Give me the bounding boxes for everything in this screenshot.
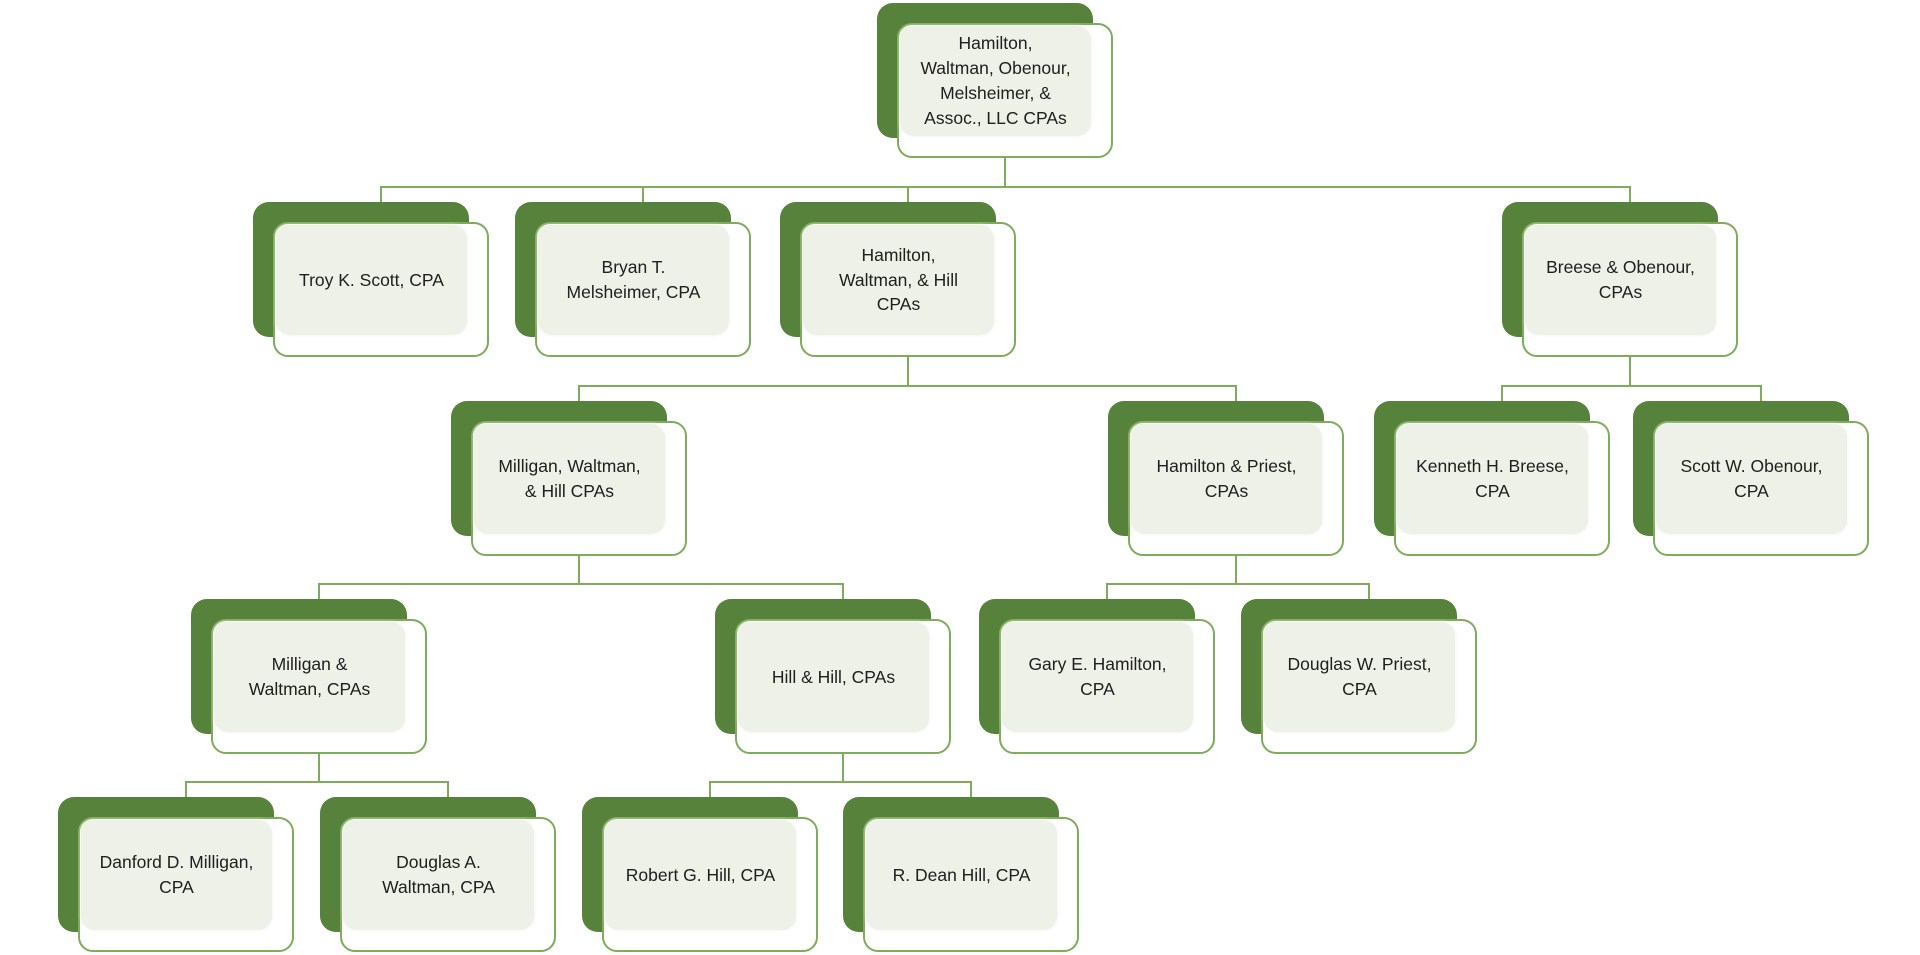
node-face: Hamilton, Waltman, & Hill CPAs (800, 222, 1016, 357)
node-face: Hamilton & Priest, CPAs (1128, 421, 1344, 556)
org-node-root[interactable]: Hamilton, Waltman, Obenour, Melsheimer, … (877, 3, 1113, 158)
node-fill: Hill & Hill, CPAs (738, 622, 929, 732)
node-face: Troy K. Scott, CPA (273, 222, 489, 357)
node-face: Kenneth H. Breese, CPA (1394, 421, 1610, 556)
org-node-douglas-waltman[interactable]: Douglas A. Waltman, CPA (320, 797, 556, 952)
org-node-label: Hamilton, Waltman, Obenour, Melsheimer, … (920, 33, 1071, 128)
org-node-danford-milligan[interactable]: Danford D. Milligan, CPA (58, 797, 294, 952)
node-face: Douglas W. Priest, CPA (1261, 619, 1477, 754)
node-fill: Milligan & Waltman, CPAs (214, 622, 405, 732)
node-face: Danford D. Milligan, CPA (78, 817, 294, 952)
node-face: Scott W. Obenour, CPA (1653, 421, 1869, 556)
node-fill: Hamilton, Waltman, & Hill CPAs (803, 225, 994, 335)
node-fill: Douglas A. Waltman, CPA (343, 820, 534, 930)
node-fill: Breese & Obenour, CPAs (1525, 225, 1716, 335)
org-node-douglas-priest[interactable]: Douglas W. Priest, CPA (1241, 599, 1477, 754)
node-fill: Hamilton, Waltman, Obenour, Melsheimer, … (900, 26, 1091, 136)
org-node-label: Breese & Obenour, CPAs (1546, 257, 1695, 302)
node-fill: Bryan T. Melsheimer, CPA (538, 225, 729, 335)
org-node-kenneth-breese[interactable]: Kenneth H. Breese, CPA (1374, 401, 1610, 556)
org-node-robert-hill[interactable]: Robert G. Hill, CPA (582, 797, 818, 952)
node-fill: R. Dean Hill, CPA (866, 820, 1057, 930)
node-face: Gary E. Hamilton, CPA (999, 619, 1215, 754)
org-node-gary-hamilton[interactable]: Gary E. Hamilton, CPA (979, 599, 1215, 754)
node-fill: Troy K. Scott, CPA (276, 225, 467, 335)
node-face: Robert G. Hill, CPA (602, 817, 818, 952)
node-fill: Milligan, Waltman, & Hill CPAs (474, 424, 665, 534)
node-face: Douglas A. Waltman, CPA (340, 817, 556, 952)
org-node-hill-hill[interactable]: Hill & Hill, CPAs (715, 599, 951, 754)
node-face: R. Dean Hill, CPA (863, 817, 1079, 952)
org-node-label: Robert G. Hill, CPA (625, 864, 776, 885)
node-face: Milligan & Waltman, CPAs (211, 619, 427, 754)
org-node-hamilton-waltman-hill[interactable]: Hamilton, Waltman, & Hill CPAs (780, 202, 1016, 357)
org-node-label: Troy K. Scott, CPA (299, 269, 444, 290)
org-node-hamilton-priest[interactable]: Hamilton & Priest, CPAs (1108, 401, 1344, 556)
node-fill: Gary E. Hamilton, CPA (1002, 622, 1193, 732)
node-face: Bryan T. Melsheimer, CPA (535, 222, 751, 357)
node-fill: Hamilton & Priest, CPAs (1131, 424, 1322, 534)
org-node-label: Hamilton, Waltman, & Hill CPAs (839, 244, 958, 315)
org-node-breese-obenour[interactable]: Breese & Obenour, CPAs (1502, 202, 1738, 357)
org-connector-lines (185, 158, 1762, 817)
node-fill: Scott W. Obenour, CPA (1656, 424, 1847, 534)
org-node-label: Hamilton & Priest, CPAs (1156, 456, 1297, 501)
org-node-milligan-waltman-hill[interactable]: Milligan, Waltman, & Hill CPAs (451, 401, 687, 556)
node-face: Hamilton, Waltman, Obenour, Melsheimer, … (897, 23, 1113, 158)
org-node-label: Gary E. Hamilton, CPA (1028, 654, 1167, 699)
org-node-rdean-hill[interactable]: R. Dean Hill, CPA (843, 797, 1079, 952)
node-fill: Robert G. Hill, CPA (605, 820, 796, 930)
node-face: Breese & Obenour, CPAs (1522, 222, 1738, 357)
org-node-bryan-melsheimer[interactable]: Bryan T. Melsheimer, CPA (515, 202, 751, 357)
org-node-label: Milligan, Waltman, & Hill CPAs (498, 456, 641, 501)
org-node-label: Douglas A. Waltman, CPA (382, 852, 495, 897)
node-fill: Danford D. Milligan, CPA (81, 820, 272, 930)
org-node-milligan-waltman[interactable]: Milligan & Waltman, CPAs (191, 599, 427, 754)
org-node-troy-scott[interactable]: Troy K. Scott, CPA (253, 202, 489, 357)
node-face: Milligan, Waltman, & Hill CPAs (471, 421, 687, 556)
org-node-label: R. Dean Hill, CPA (892, 864, 1031, 885)
org-node-label: Hill & Hill, CPAs (771, 666, 896, 687)
org-node-label: Douglas W. Priest, CPA (1287, 654, 1432, 699)
node-face: Hill & Hill, CPAs (735, 619, 951, 754)
org-node-label: Milligan & Waltman, CPAs (248, 654, 371, 699)
org-node-scott-obenour[interactable]: Scott W. Obenour, CPA (1633, 401, 1869, 556)
node-fill: Kenneth H. Breese, CPA (1397, 424, 1588, 534)
org-node-label: Danford D. Milligan, CPA (99, 852, 254, 897)
org-node-label: Scott W. Obenour, CPA (1680, 456, 1823, 501)
node-fill: Douglas W. Priest, CPA (1264, 622, 1455, 732)
org-node-label: Bryan T. Melsheimer, CPA (566, 257, 701, 302)
org-node-label: Kenneth H. Breese, CPA (1416, 456, 1569, 501)
